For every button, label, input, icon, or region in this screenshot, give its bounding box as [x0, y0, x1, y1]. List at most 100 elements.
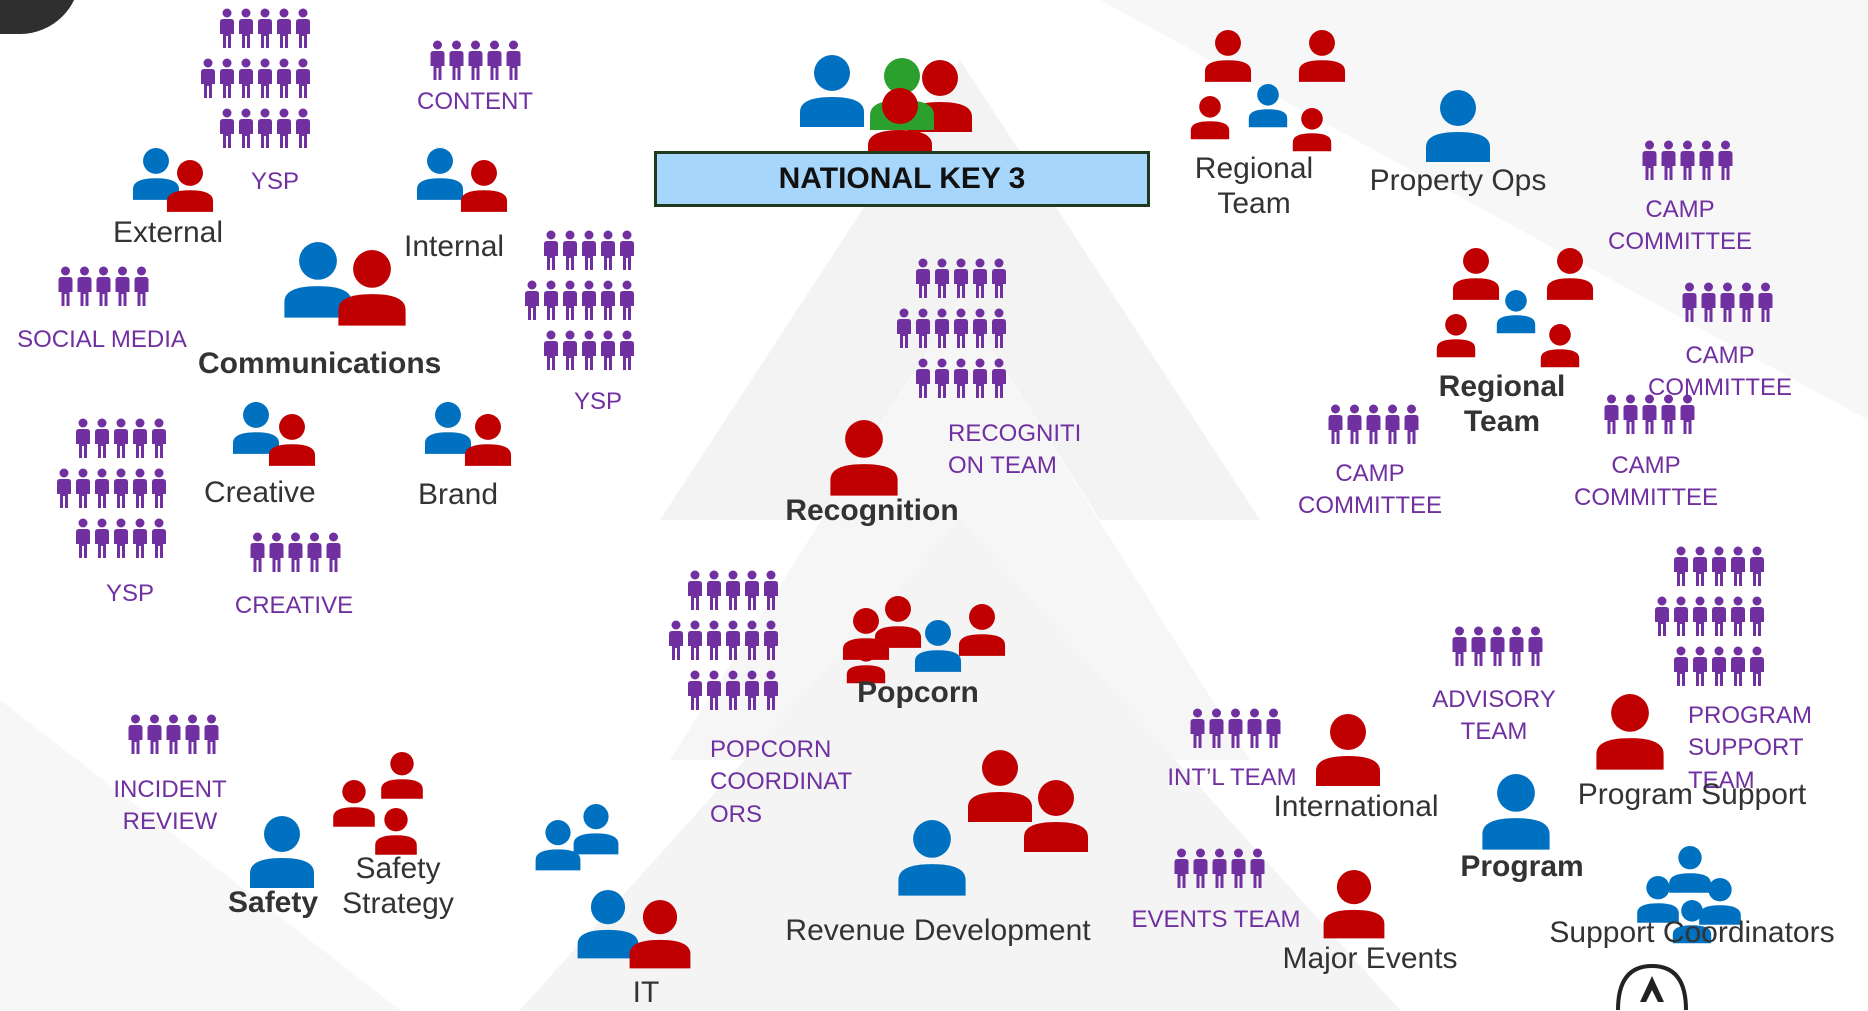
- crowd-member-icon: [1674, 596, 1688, 636]
- crowd-member-icon: [601, 230, 615, 270]
- crowd-member-icon: [601, 280, 615, 320]
- major-events-label[interactable]: Major Events: [1282, 942, 1458, 975]
- crowd-member-icon: [1250, 848, 1265, 888]
- crowd-member-icon: [973, 258, 987, 298]
- crowd-member-icon: [916, 258, 930, 298]
- crowd-member-icon: [707, 670, 721, 710]
- crowd-member-icon: [134, 266, 149, 306]
- person-icon: [460, 160, 508, 212]
- program-title[interactable]: Program: [1460, 850, 1584, 883]
- crowd-member-icon: [1509, 626, 1524, 666]
- person-icon: [800, 55, 864, 127]
- crowd-member-icon: [258, 8, 272, 48]
- crowd-member-icon: [620, 330, 634, 370]
- crowd-member-icon: [152, 418, 166, 458]
- person-icon: [1540, 324, 1580, 368]
- national-key3-box[interactable]: NATIONAL KEY 3: [654, 151, 1150, 207]
- crowd-member-icon: [133, 418, 147, 458]
- crowd-member-icon: [745, 670, 759, 710]
- person-icon: [1546, 247, 1594, 300]
- crowd-member-icon: [430, 40, 445, 80]
- person-icon: [166, 160, 214, 212]
- crowd-member-icon: [96, 266, 111, 306]
- crowd-member-icon: [114, 518, 128, 558]
- external-label[interactable]: External: [112, 216, 224, 249]
- crowd-member-icon: [707, 570, 721, 610]
- crowd-member-icon: [1680, 394, 1695, 434]
- crowd-member-icon: [449, 40, 464, 80]
- crowd-member-icon: [58, 266, 73, 306]
- crowd-member-icon: [1623, 394, 1638, 434]
- it-title[interactable]: IT: [632, 976, 660, 1009]
- crowd-member-icon: [1693, 546, 1707, 586]
- crowd-member-icon: [726, 620, 740, 660]
- crowd-member-icon: [582, 280, 596, 320]
- crowd-member-icon: [76, 418, 90, 458]
- crowd-member-icon: [1661, 140, 1676, 180]
- person-icon: [333, 780, 375, 827]
- crowd-member-icon: [1739, 282, 1754, 322]
- person-icon: [375, 808, 417, 855]
- person-icon: [1024, 780, 1088, 852]
- crowd-member-icon: [1385, 404, 1400, 444]
- person-icon: [874, 596, 922, 648]
- crowd-member-icon: [258, 108, 272, 148]
- crowd-member-icon: [77, 266, 92, 306]
- crowd-member-icon: [582, 230, 596, 270]
- international-label[interactable]: International: [1273, 790, 1439, 823]
- recognition-title[interactable]: Recognition: [785, 494, 959, 527]
- person-icon: [1190, 96, 1230, 140]
- crowd-member-icon: [296, 58, 310, 98]
- crowd-member-icon: [1674, 646, 1688, 686]
- crowd-member-icon: [1682, 282, 1697, 322]
- crowd-member-icon: [1604, 394, 1619, 434]
- crowd-member-icon: [992, 358, 1006, 398]
- crowd-member-icon: [935, 358, 949, 398]
- person-icon: [232, 402, 280, 454]
- person-icon: [1292, 108, 1332, 152]
- program-support-label[interactable]: Program Support: [1577, 778, 1807, 811]
- communications-title[interactable]: Communications: [198, 347, 442, 380]
- crowd-member-icon: [1528, 626, 1543, 666]
- crowd-member-icon: [1209, 708, 1224, 748]
- crowd-member-icon: [1347, 404, 1362, 444]
- person-icon: [535, 820, 581, 871]
- crowd-member-icon: [147, 714, 162, 754]
- crowd-member-icon: [1731, 546, 1745, 586]
- crowd-member-icon: [277, 58, 291, 98]
- crowd-member-icon: [563, 230, 577, 270]
- social-media-team-label: SOCIAL MEDIA: [17, 326, 187, 353]
- person-icon: [1323, 870, 1385, 939]
- crowd-member-icon: [563, 280, 577, 320]
- person-icon: [1672, 900, 1712, 944]
- crowd-member-icon: [954, 308, 968, 348]
- crowd-member-icon: [726, 570, 740, 610]
- crowd-member-icon: [487, 40, 502, 80]
- crowd-member-icon: [1712, 596, 1726, 636]
- crowd-member-icon: [1655, 596, 1669, 636]
- property-ops-label[interactable]: Property Ops: [1369, 164, 1547, 197]
- crowd-member-icon: [1750, 646, 1764, 686]
- safety-title[interactable]: Safety: [228, 886, 319, 919]
- person-icon: [1482, 774, 1550, 850]
- person-icon: [830, 420, 898, 496]
- crowd-member-icon: [185, 714, 200, 754]
- crowd-member-icon: [954, 258, 968, 298]
- person-icon: [1426, 90, 1490, 162]
- person-icon: [958, 604, 1006, 656]
- brand-label[interactable]: Brand: [418, 478, 499, 511]
- internal-label[interactable]: Internal: [404, 230, 505, 263]
- creative-label[interactable]: Creative: [204, 476, 316, 509]
- crowd-member-icon: [745, 570, 759, 610]
- support-coordinators-label[interactable]: Support Coordinators: [1549, 916, 1835, 949]
- revenue-title[interactable]: Revenue Development: [785, 914, 1091, 947]
- popcorn-title[interactable]: Popcorn: [857, 676, 979, 709]
- crowd-member-icon: [326, 532, 341, 572]
